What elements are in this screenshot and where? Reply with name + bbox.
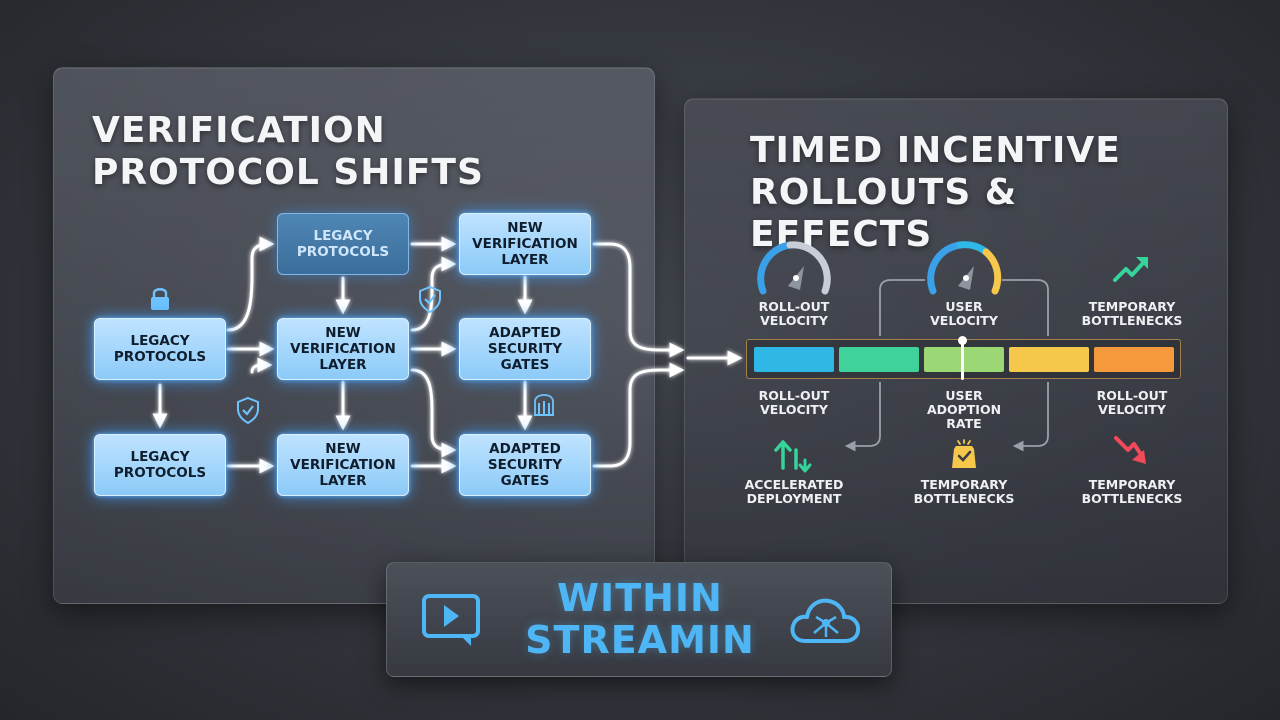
- box-text: PROTOCOLS: [296, 244, 390, 260]
- left-title-line-1: VERIFICATION: [92, 110, 386, 151]
- right-title-line-1: TIMED INCENTIVE: [750, 130, 1121, 171]
- box-text: ADAPTED: [489, 325, 561, 341]
- box-text: NEW: [325, 325, 361, 341]
- bracket-left: [879, 279, 925, 336]
- gauge-icon: [757, 241, 831, 295]
- box-text: VERIFICATION: [290, 341, 396, 357]
- brand-line-1: WITHIN: [557, 576, 723, 620]
- label-text: BOTTLENECKS: [913, 491, 1015, 506]
- box-text: LAYER: [501, 252, 549, 268]
- label-text: BOTTLENECKS: [1081, 491, 1183, 506]
- label-text: VELOCITY: [760, 402, 828, 417]
- arrow-botgates-out: [592, 362, 685, 468]
- box-text: LAYER: [319, 357, 367, 373]
- shield-check-icon: [237, 396, 259, 425]
- label-text: ROLL-OUT: [758, 388, 830, 403]
- left-title-line-2: PROTOCOL SHIFTS: [92, 152, 484, 193]
- video-play-icon: [422, 594, 480, 646]
- left-panel-title: VERIFICATION PROTOCOL SHIFTS: [92, 110, 572, 194]
- box-text: VERIFICATION: [472, 236, 578, 252]
- bar-segment-2: [839, 347, 919, 372]
- box-text: PROTOCOLS: [113, 465, 207, 481]
- bar-segment-3: [924, 347, 1004, 372]
- box-text: NEW: [325, 441, 361, 457]
- label-text: VELOCITY: [1098, 402, 1166, 417]
- box-text: ADAPTED: [489, 441, 561, 457]
- box-text: LAYER: [319, 473, 367, 489]
- label-text: DEPLOYMENT: [746, 491, 842, 506]
- label-text: ROLL-OUT: [1096, 388, 1168, 403]
- label-text: TEMPORARY: [920, 477, 1008, 492]
- label-text: BOTTLENECKS: [1081, 313, 1183, 328]
- trend-up-icon: [1113, 257, 1148, 282]
- arrow-midnew-to-topnew: [410, 256, 457, 332]
- arrow-midnew-to-botgates: [410, 368, 457, 458]
- box-text: NEW: [507, 220, 543, 236]
- trend-down-icon: [1114, 436, 1146, 464]
- bar-segment-5: [1094, 347, 1174, 372]
- bar-marker: [961, 338, 964, 380]
- box-text: VERIFICATION: [290, 457, 396, 473]
- brand-line-2: STREAMIN: [525, 618, 755, 662]
- box-text: LEGACY: [313, 228, 373, 244]
- bracket-right-down: [1012, 382, 1049, 452]
- bracket-left-down: [844, 382, 881, 452]
- box-text: GATES: [500, 357, 550, 373]
- label-text: USER: [945, 388, 983, 403]
- brand-wordmark: WITHIN STREAMIN: [497, 577, 783, 661]
- bracket-right: [1002, 279, 1049, 336]
- brand-banner: WITHIN STREAMIN: [386, 562, 892, 677]
- bar-marker-knob: [958, 336, 967, 345]
- bar-segment-4: [1009, 347, 1089, 372]
- gauge-icon: [927, 241, 1002, 295]
- label-text: RATE: [946, 416, 982, 431]
- label-text: ADOPTION: [926, 402, 1002, 417]
- arrow-midshield-to-midnew: [250, 357, 273, 374]
- label-text: USER: [945, 299, 983, 314]
- label-text: TEMPORARY: [1088, 477, 1176, 492]
- bar-segment-1: [754, 347, 834, 372]
- label-text: TEMPORARY: [1088, 299, 1176, 314]
- up-arrows-icon: [774, 440, 812, 473]
- cloud-network-icon: [790, 598, 861, 643]
- box-text: SECURITY: [487, 457, 563, 473]
- label-text: VELOCITY: [760, 313, 828, 328]
- lock-icon: [151, 288, 169, 310]
- gate-icon: [534, 394, 554, 416]
- box-text: SECURITY: [487, 341, 563, 357]
- box-text: GATES: [500, 473, 550, 489]
- label-text: ACCELERATED: [744, 477, 844, 492]
- box-text: PROTOCOLS: [113, 349, 207, 365]
- arrow-midlegacy-to-toplegacy: [226, 236, 275, 332]
- arrow-topnew-out: [592, 242, 685, 358]
- shield-check-icon: [419, 285, 441, 314]
- rollout-progress-bar: [746, 336, 1181, 380]
- label-text: ROLL-OUT: [758, 299, 830, 314]
- box-text: LEGACY: [130, 449, 190, 465]
- label-text: VELOCITY: [930, 313, 998, 328]
- badge-check-icon: [952, 439, 976, 468]
- box-text: LEGACY: [130, 333, 190, 349]
